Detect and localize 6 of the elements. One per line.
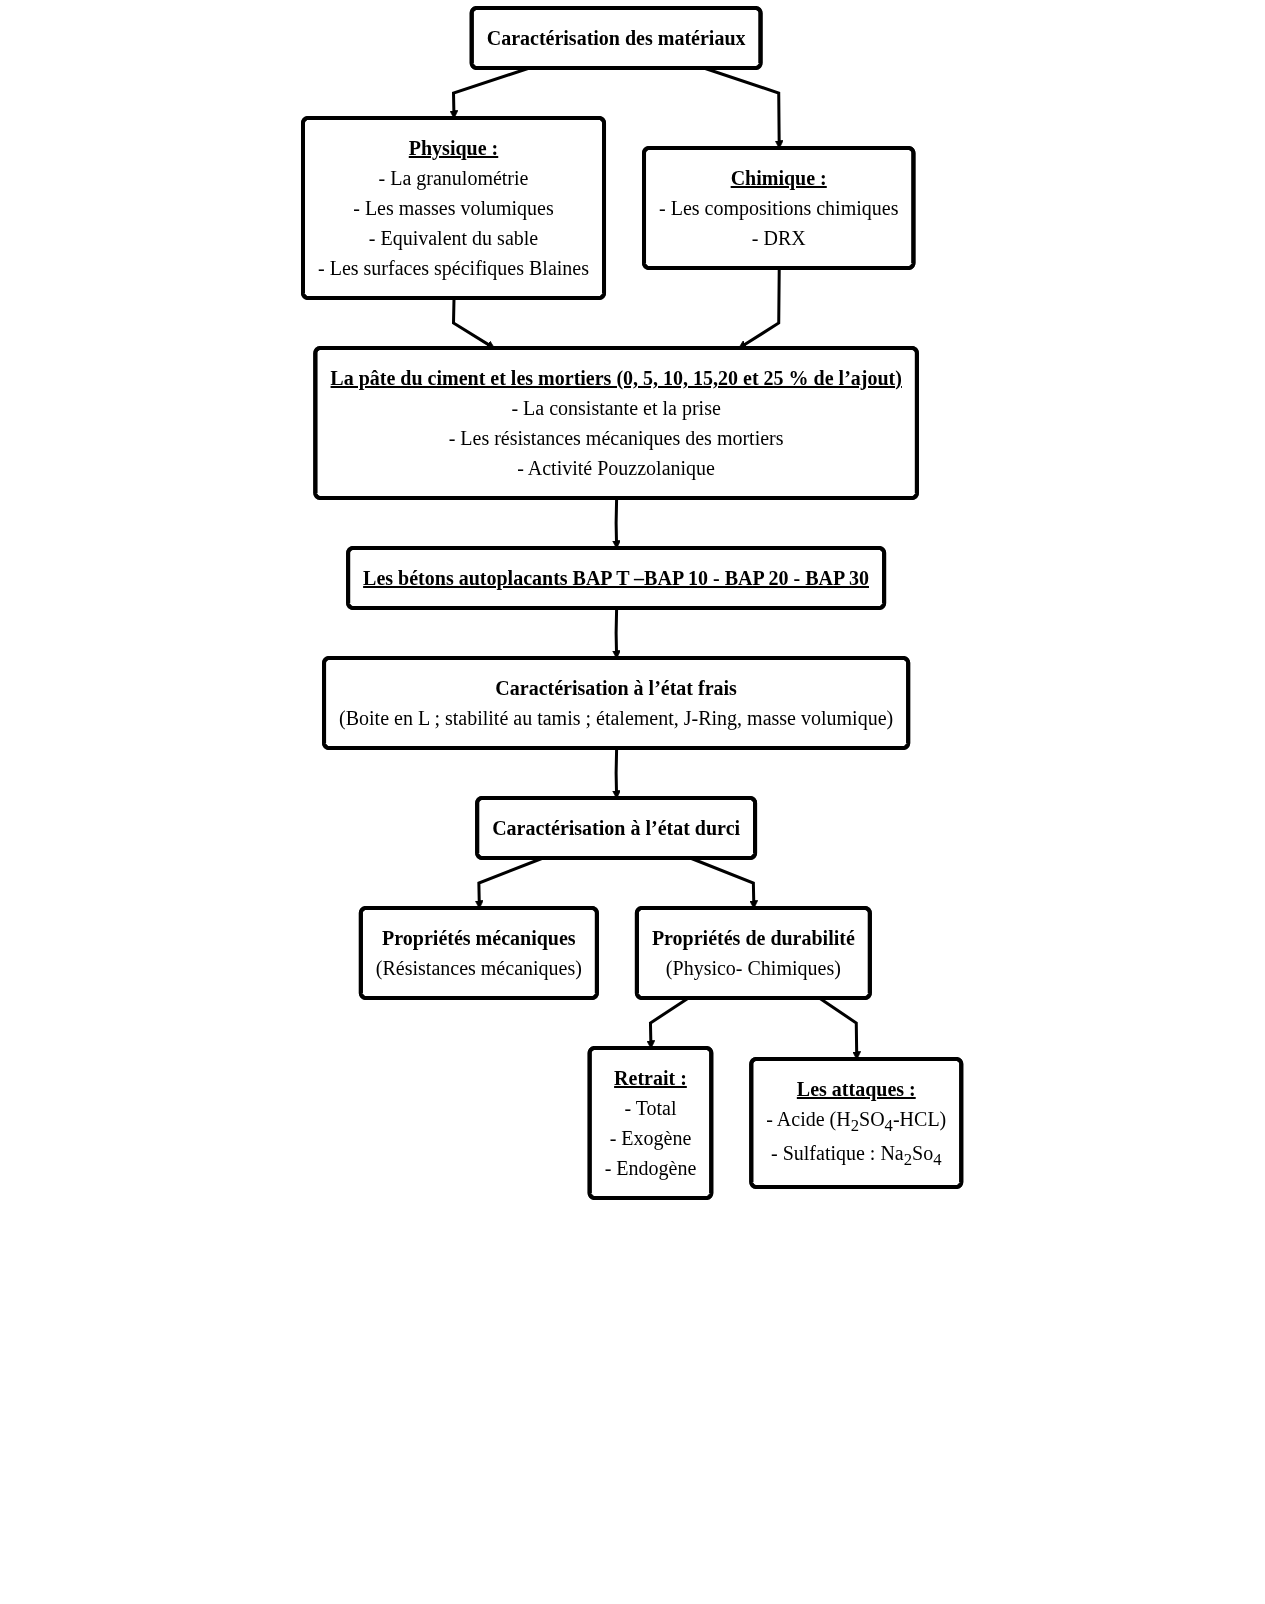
arrow (612, 748, 622, 799)
arrow (738, 268, 782, 349)
arrow (612, 498, 622, 549)
arrow (612, 608, 622, 659)
node-text: Physique : - La granulométrie - Les masses volumiques - Equivalent du sable - Les surfaces spécifiques Blaines (318, 137, 590, 279)
arrow (452, 298, 496, 349)
